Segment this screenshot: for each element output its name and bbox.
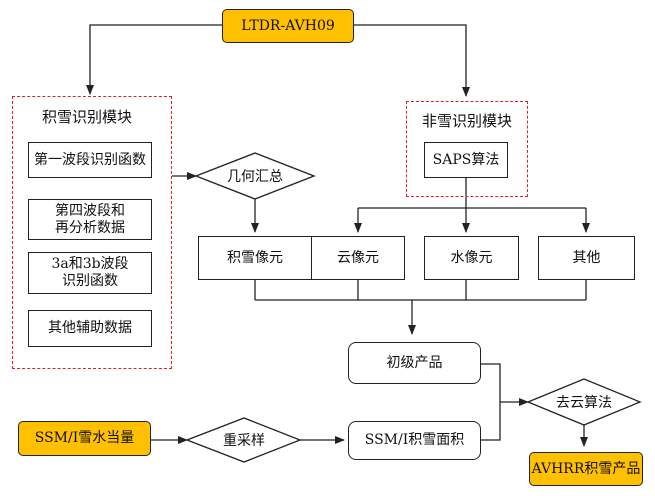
arrow-ssmi-area-to-merge bbox=[481, 402, 501, 441]
arrow-ltdr-to-snow-module bbox=[86, 24, 222, 95]
non-snow-module-title: 非雪识别模块 bbox=[422, 112, 513, 130]
band1-box: 第一波段识别函数 bbox=[28, 142, 152, 178]
cloud-pixel-box: 云像元 bbox=[311, 236, 405, 280]
snow-pixel-box: 积雪像元 bbox=[198, 236, 312, 280]
band4-box: 第四波段和 再分析数据 bbox=[28, 199, 152, 240]
cloud-removal-diamond bbox=[526, 378, 642, 426]
cloud-pixel-label: 云像元 bbox=[337, 249, 379, 266]
resample-label: 重采样 bbox=[223, 433, 265, 449]
arrow-primary-to-merge bbox=[481, 363, 501, 402]
ltdr-source-box: LTDR-AVH09 bbox=[222, 9, 354, 43]
band3ab-label: 3a和3b波段 识别函数 bbox=[51, 256, 129, 289]
ssmi-swe-label: SSM/I雪水当量 bbox=[34, 430, 135, 446]
geo-label: 几何汇总 bbox=[227, 169, 283, 185]
final-product-box: AVHRR积雪产品 bbox=[529, 452, 643, 486]
water-pixel-box: 水像元 bbox=[424, 236, 519, 280]
band1-label: 第一波段识别函数 bbox=[34, 151, 146, 168]
aux-data-box: 其他辅助数据 bbox=[28, 310, 152, 347]
primary-label: 初级产品 bbox=[386, 354, 443, 371]
band4-label: 第四波段和 再分析数据 bbox=[55, 202, 125, 236]
other-label: 其他 bbox=[572, 249, 601, 266]
ssmi-swe-box: SSM/I雪水当量 bbox=[18, 421, 151, 456]
primary-product-box: 初级产品 bbox=[348, 342, 481, 384]
water-pixel-label: 水像元 bbox=[450, 249, 493, 266]
other-box: 其他 bbox=[538, 236, 635, 280]
saps-label: SAPS算法 bbox=[432, 151, 500, 168]
snow-module bbox=[12, 96, 172, 369]
ssmi-area-label: SSM/I积雪面积 bbox=[364, 432, 465, 448]
snow-module-title: 积雪识别模块 bbox=[42, 108, 133, 126]
saps-box: SAPS算法 bbox=[424, 142, 508, 178]
ltdr-label: LTDR-AVH09 bbox=[241, 17, 335, 34]
ssmi-area-box: SSM/I积雪面积 bbox=[348, 421, 481, 460]
resample-diamond bbox=[185, 417, 302, 463]
arrow-ltdr-to-non-snow-module bbox=[354, 24, 470, 97]
cloud-removal-label: 去云算法 bbox=[556, 395, 612, 411]
snow-pixel-label: 积雪像元 bbox=[227, 249, 283, 266]
aux-label: 其他辅助数据 bbox=[48, 320, 132, 336]
final-label: AVHRR积雪产品 bbox=[531, 460, 641, 477]
non-snow-module bbox=[406, 101, 528, 197]
band3ab-box: 3a和3b波段 识别函数 bbox=[28, 252, 152, 294]
geo-diamond bbox=[194, 152, 316, 200]
